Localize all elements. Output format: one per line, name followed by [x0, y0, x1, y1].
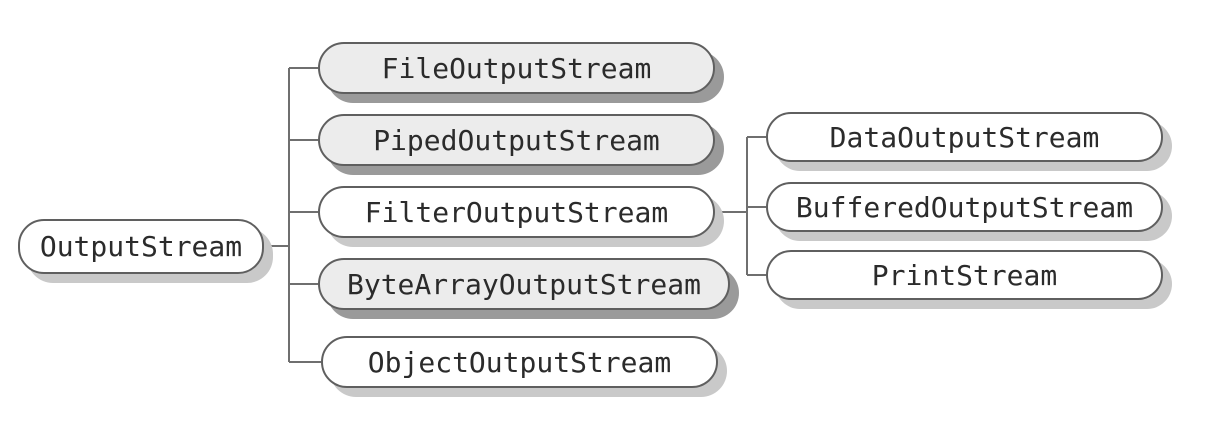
node-objectoutputstream: ObjectOutputStream: [321, 336, 718, 388]
node-pipedoutputstream: PipedOutputStream: [318, 114, 715, 166]
node-printstream: PrintStream: [766, 250, 1163, 300]
node-fileoutputstream: FileOutputStream: [318, 42, 715, 94]
node-outputstream: OutputStream: [18, 219, 264, 274]
node-filteroutputstream: FilterOutputStream: [318, 186, 715, 238]
node-bytearrayoutputstream: ByteArrayOutputStream: [318, 258, 730, 310]
node-dataoutputstream: DataOutputStream: [766, 112, 1163, 162]
node-bufferedoutputstream: BufferedOutputStream: [766, 182, 1163, 232]
